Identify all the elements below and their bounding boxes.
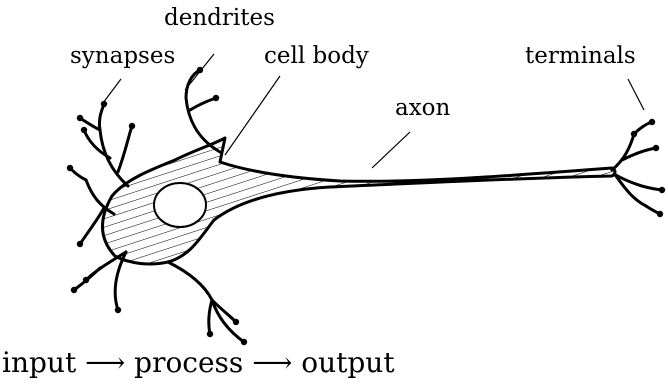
terminal-knobs — [631, 119, 665, 217]
process-caption: input ⟶ process ⟶ output — [2, 346, 395, 379]
axon-terminals — [612, 122, 662, 214]
label-cell-body: cell body — [264, 43, 369, 69]
label-terminals: terminals — [525, 43, 636, 69]
leader-lines — [103, 54, 644, 168]
nucleus — [154, 183, 206, 227]
label-synapses: synapses — [70, 43, 175, 69]
label-axon: axon — [395, 95, 451, 121]
label-dendrites: dendrites — [164, 5, 275, 31]
